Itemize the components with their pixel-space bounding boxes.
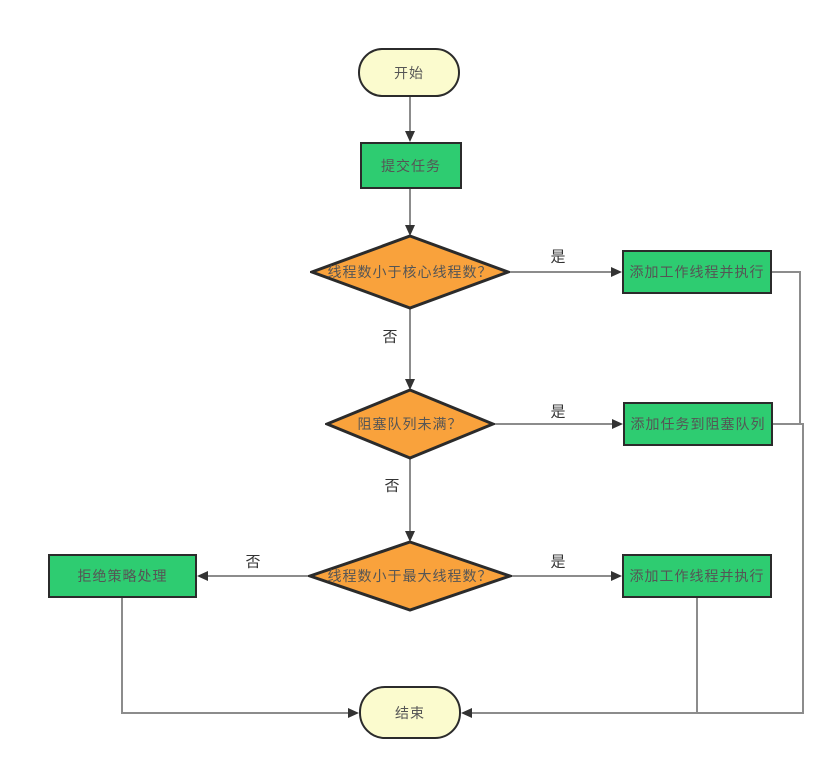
- arrowhead: [405, 379, 415, 390]
- node-decision-max-threads: 线程数小于最大线程数？: [308, 540, 512, 612]
- edge-label-d1-no: 否: [382, 328, 398, 346]
- node-box1-label: 添加工作线程并执行: [629, 264, 765, 280]
- arrowhead: [405, 531, 415, 542]
- edge-label-d1-yes: 是: [550, 248, 566, 266]
- arrowhead: [461, 708, 472, 718]
- node-submit-task: 提交任务: [360, 142, 462, 189]
- node-start: 开始: [358, 48, 460, 97]
- node-add-worker-2: 添加工作线程并执行: [622, 554, 772, 598]
- node-box3-label: 添加工作线程并执行: [629, 568, 765, 584]
- arrowhead: [611, 571, 622, 581]
- arrowhead: [405, 225, 415, 236]
- node-decision-queue-not-full: 阻塞队列未满？: [325, 388, 495, 460]
- arrowhead: [611, 267, 622, 277]
- edge-box1-merge: [772, 271, 801, 424]
- node-start-label: 开始: [394, 64, 424, 81]
- arrowhead: [348, 708, 359, 718]
- node-add-worker-1: 添加工作线程并执行: [622, 250, 772, 294]
- edge-label-d3-no: 否: [245, 553, 261, 571]
- node-d1-label: 线程数小于核心线程数？: [327, 264, 493, 280]
- node-end: 结束: [359, 686, 461, 739]
- node-d3-label: 线程数小于最大线程数？: [327, 568, 493, 584]
- node-reject-label: 拒绝策略处理: [77, 568, 168, 584]
- node-add-task-to-queue: 添加任务到阻塞队列: [623, 402, 773, 446]
- diamond-shape: [325, 388, 495, 460]
- arrowhead: [405, 131, 415, 142]
- node-reject-policy: 拒绝策略处理: [48, 554, 197, 598]
- diamond-shape: [310, 234, 510, 310]
- arrowhead: [612, 419, 623, 429]
- node-end-label: 结束: [395, 704, 425, 721]
- node-decision-core-threads: 线程数小于核心线程数？: [310, 234, 510, 310]
- edge-label-d2-no: 否: [384, 477, 400, 495]
- diamond-shape: [308, 540, 512, 612]
- node-submit-label: 提交任务: [381, 157, 441, 174]
- arrowhead: [197, 571, 208, 581]
- node-d2-label: 阻塞队列未满？: [357, 416, 463, 432]
- edge-label-d2-yes: 是: [550, 403, 566, 421]
- edge-reject-end: [121, 598, 350, 714]
- edge-box2-end: [470, 423, 804, 714]
- node-box2-label: 添加任务到阻塞队列: [630, 416, 766, 432]
- edge-label-d3-yes: 是: [550, 553, 566, 571]
